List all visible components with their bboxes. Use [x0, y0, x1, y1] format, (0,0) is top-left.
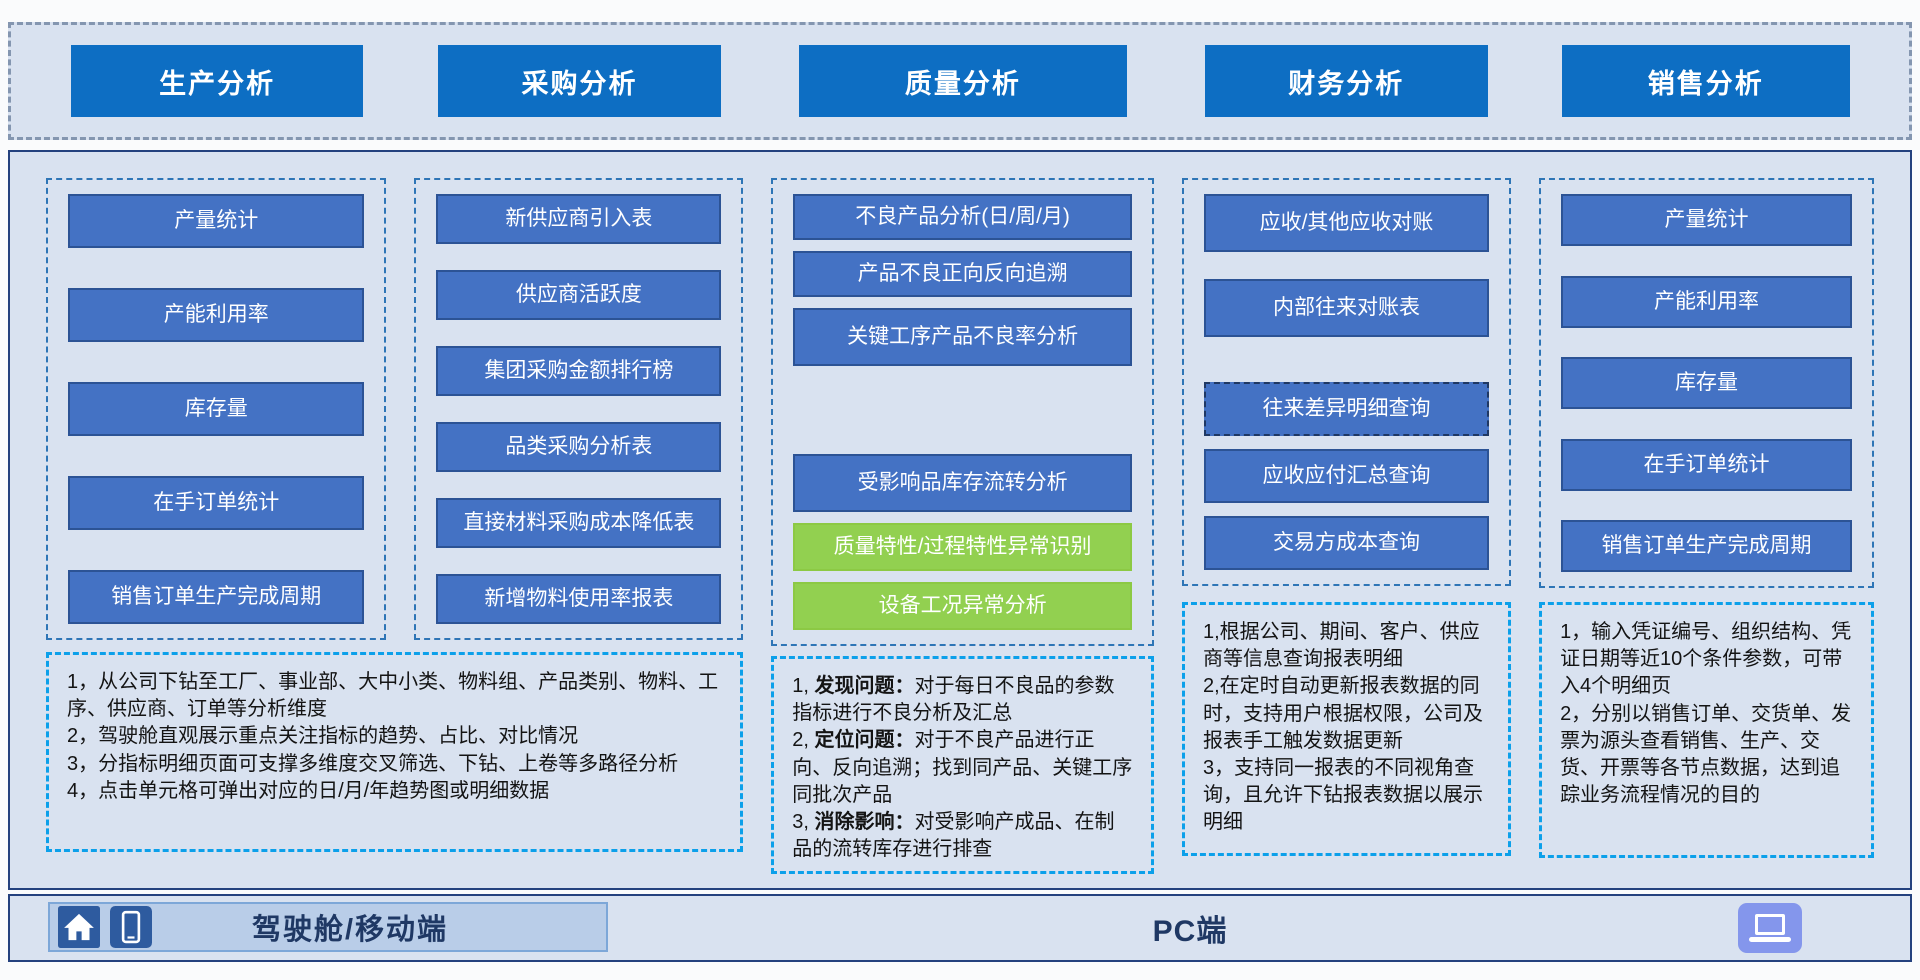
sales-section: 产量统计产能利用率库存量在手订单统计销售订单生产完成周期 1，输入凭证编号、组织…: [1539, 178, 1874, 874]
report-box-procurement: 直接材料采购成本降低表: [436, 498, 722, 548]
report-box-production: 产能利用率: [68, 288, 365, 342]
note-line: 1, 发现问题：对于每日不良品的参数指标进行不良分析及汇总: [792, 675, 1115, 725]
report-box-sales: 在手订单统计: [1561, 438, 1852, 491]
report-box-production: 产量统计: [68, 194, 365, 248]
report-box-sales: 库存量: [1561, 357, 1852, 409]
note-line: 3，分指标明细页面可支撑多维度交叉筛选、下钻、上卷等多路径分析: [67, 752, 679, 775]
report-box-finance: 应收应付汇总查询: [1203, 449, 1490, 503]
report-box-quality: 质量特性/过程特性异常识别: [793, 523, 1132, 571]
report-box-finance: 交易方成本查询: [1203, 516, 1490, 570]
note-line: 2，驾驶舱直观展示重点关注指标的趋势、占比、对比情况: [67, 725, 579, 748]
category-header-finance: 财务分析: [1205, 45, 1488, 117]
category-header-production: 生产分析: [70, 45, 364, 117]
production-report-group: 产量统计产能利用率库存量在手订单统计销售订单生产完成周期: [46, 178, 387, 640]
finance-report-group: 应收/其他应收对账内部往来对账表往来差异明细查询应收应付汇总查询交易方成本查询: [1181, 178, 1512, 586]
mobile-cockpit-label: 驾驶舱/移动端: [251, 914, 449, 946]
report-box-sales: 产量统计: [1561, 194, 1852, 246]
report-box-finance: 应收/其他应收对账: [1203, 194, 1490, 252]
platform-footer: 驾驶舱/移动端 PC端: [8, 894, 1912, 962]
note-line: 1，输入凭证编号、组织结构、凭证日期等近10个条件参数，可带入4个明细页: [1560, 621, 1852, 698]
home-icon: [58, 906, 100, 948]
smartphone-icon: [110, 906, 152, 948]
quality-section: 不良产品分析(日/周/月) 产品不良正向反向追溯关键工序产品不良率分析受影响品库存…: [771, 178, 1154, 874]
production-procurement-section: 产量统计产能利用率库存量在手订单统计销售订单生产完成周期 新供应商引入表供应商活…: [46, 178, 744, 874]
report-box-production: 库存量: [68, 382, 365, 436]
reports-panel: 产量统计产能利用率库存量在手订单统计销售订单生产完成周期 新供应商引入表供应商活…: [8, 150, 1912, 890]
report-box-sales: 销售订单生产完成周期: [1561, 520, 1852, 572]
header-cell-procurement: 采购分析: [415, 45, 744, 117]
pc-label: PC端: [1152, 915, 1228, 948]
report-box-quality: 设备工况异常分析: [793, 582, 1132, 630]
category-header-procurement: 采购分析: [438, 45, 721, 117]
note-line: 4，点击单元格可弹出对应的日/月/年趋势图或明细数据: [67, 779, 550, 802]
report-box-procurement: 新增物料使用率报表: [436, 574, 722, 624]
report-box-quality: 产品不良正向反向追溯: [793, 251, 1132, 297]
report-box-production: 销售订单生产完成周期: [68, 570, 365, 624]
report-box-quality: 不良产品分析(日/周/月): [793, 194, 1132, 240]
report-box-production: 在手订单统计: [68, 476, 365, 530]
report-box-procurement: 供应商活跃度: [436, 270, 722, 320]
report-box-finance: 往来差异明细查询: [1203, 382, 1490, 436]
report-box-quality: 受影响品库存流转分析: [793, 454, 1132, 512]
note-line: 3，支持同一报表的不同视角查询，且允许下钻报表数据以展示明细: [1202, 756, 1483, 834]
report-box-procurement: 品类采购分析表: [436, 422, 722, 472]
note-line: 2，分别以销售订单、交货单、发票为源头查看销售、生产、交货、开票等各节点数据，达…: [1560, 702, 1852, 807]
report-box-procurement: 集团采购金额排行榜: [436, 346, 722, 396]
header-cell-finance: 财务分析: [1182, 45, 1511, 117]
header-cell-production: 生产分析: [47, 45, 387, 117]
category-header-quality: 质量分析: [798, 45, 1128, 117]
note-line: 1，从公司下钻至工厂、事业部、大中小类、物料组、产品类别、物料、工序、供应商、订…: [67, 671, 719, 721]
note-line: 2, 定位问题：对于不良产品进行正向、反向追溯；找到同产品、关键工序同批次产品: [792, 729, 1133, 806]
report-box-procurement: 新供应商引入表: [436, 194, 722, 244]
finance-section: 应收/其他应收对账内部往来对账表往来差异明细查询应收应付汇总查询交易方成本查询 …: [1181, 178, 1512, 874]
note-line: 2,在定时自动更新报表数据的同时，支持用户根据权限，公司及报表手工触发数据更新: [1202, 675, 1483, 752]
quality-report-group: 不良产品分析(日/周/月) 产品不良正向反向追溯关键工序产品不良率分析受影响品库存…: [771, 178, 1154, 646]
procurement-report-group: 新供应商引入表供应商活跃度集团采购金额排行榜品类采购分析表直接材料采购成本降低表…: [414, 178, 744, 640]
columns-row: 产量统计产能利用率库存量在手订单统计销售订单生产完成周期 新供应商引入表供应商活…: [46, 178, 1874, 874]
note-line: 1,根据公司、期间、客户、供应商等信息查询报表明细: [1202, 621, 1480, 671]
category-header-band: 生产分析 采购分析 质量分析 财务分析 销售分析: [8, 22, 1912, 140]
laptop-icon: [1738, 903, 1802, 953]
mobile-cockpit-box: 驾驶舱/移动端: [48, 902, 608, 952]
report-box-finance: 内部往来对账表: [1203, 279, 1490, 337]
note-line: 3, 消除影响：对受影响产成品、在制品的流转库存进行排查: [792, 810, 1115, 861]
report-box-quality: 关键工序产品不良率分析: [793, 308, 1132, 366]
header-cell-quality: 质量分析: [772, 45, 1154, 117]
category-header-sales: 销售分析: [1561, 45, 1850, 117]
report-box-sales: 产能利用率: [1561, 275, 1852, 328]
production-procurement-note: 1，从公司下钻至工厂、事业部、大中小类、物料组、产品类别、物料、工序、供应商、订…: [46, 652, 744, 852]
sales-report-group: 产量统计产能利用率库存量在手订单统计销售订单生产完成周期: [1539, 178, 1874, 588]
header-cell-sales: 销售分析: [1539, 45, 1873, 117]
